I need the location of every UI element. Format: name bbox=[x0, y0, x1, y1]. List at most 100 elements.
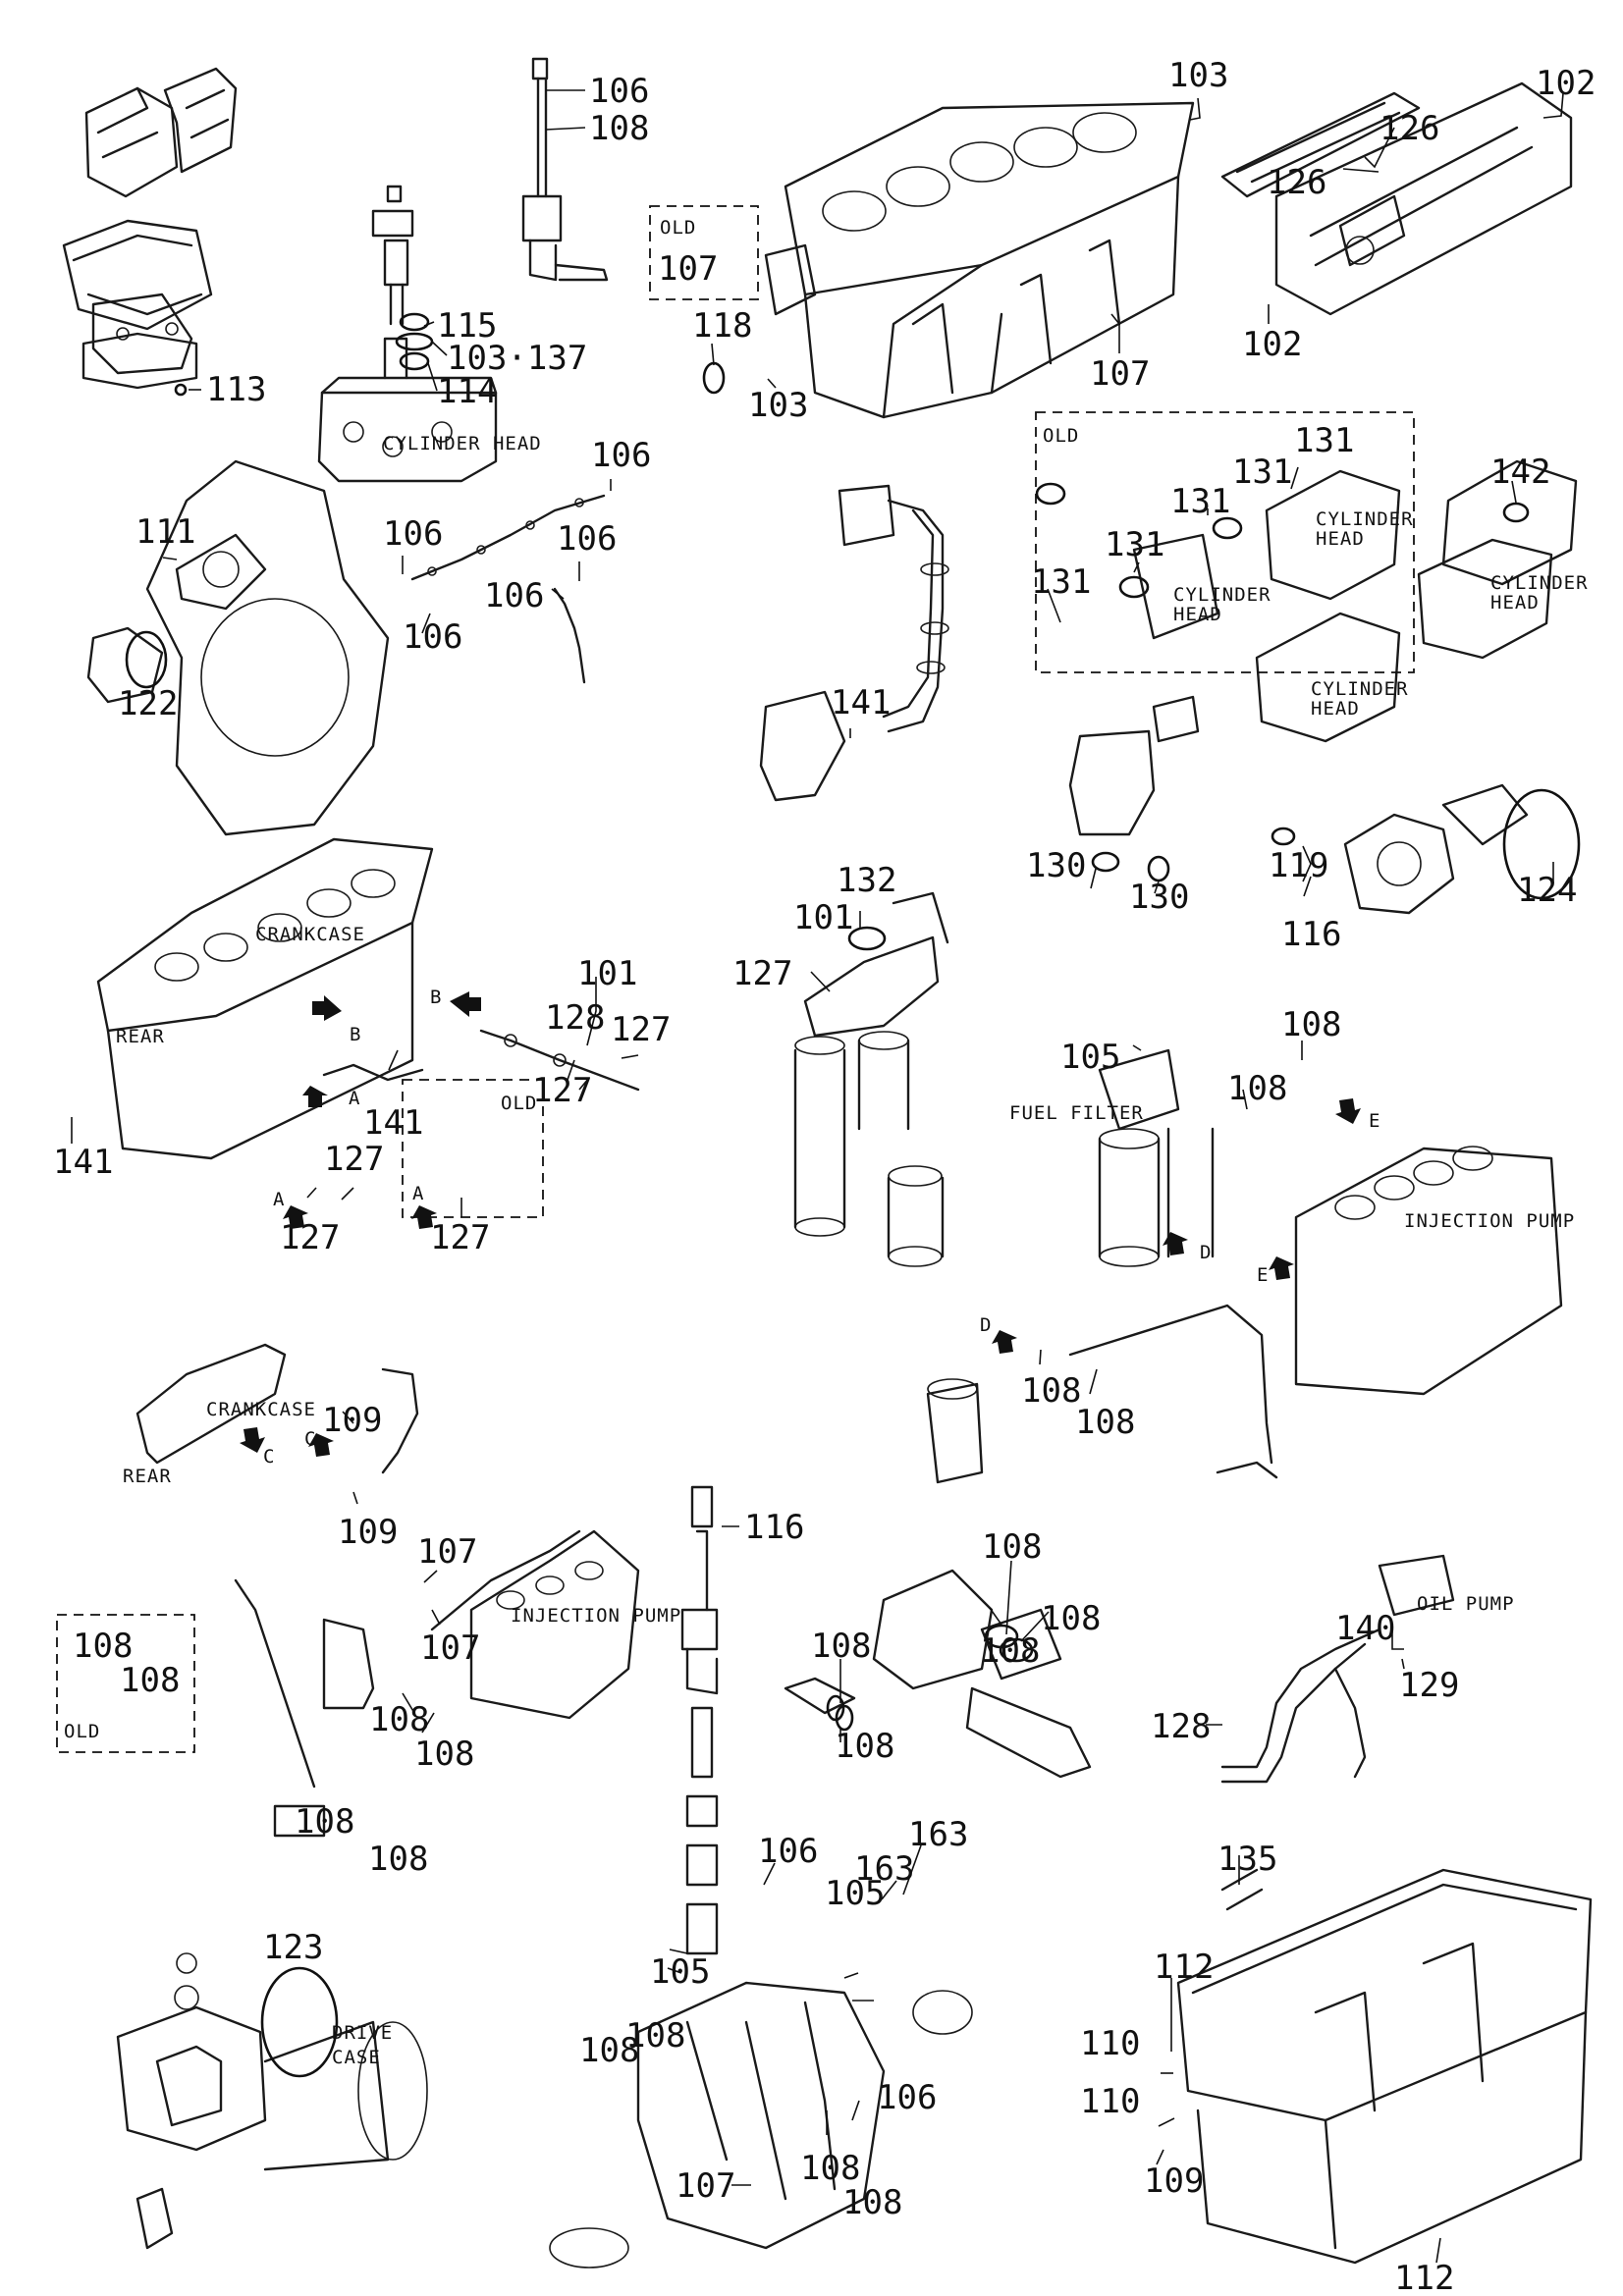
part-number-127: 127 bbox=[280, 1218, 340, 1257]
part-number-142: 142 bbox=[1490, 453, 1550, 492]
part-number-128: 128 bbox=[545, 998, 605, 1038]
arrow-letter-a: A bbox=[349, 1088, 360, 1109]
old-box-water-connectors bbox=[1035, 411, 1415, 673]
arrow-e-2 bbox=[1269, 1256, 1294, 1280]
part-number-106: 106 bbox=[591, 436, 651, 475]
injector-assembly bbox=[317, 57, 609, 483]
part-number-106: 106 bbox=[484, 576, 544, 615]
part-number-131: 131 bbox=[1232, 453, 1292, 492]
caption-rear: REAR bbox=[123, 1466, 172, 1487]
caption-cylinder-head: CYLINDER bbox=[1490, 572, 1589, 594]
caption-fuel-filter: FUEL FILTER bbox=[1009, 1102, 1144, 1124]
arrow-a-1 bbox=[302, 1086, 328, 1107]
part-number-108: 108 bbox=[980, 1631, 1040, 1671]
injection-valve-column bbox=[549, 1485, 973, 2269]
part-number-131: 131 bbox=[1031, 562, 1091, 602]
part-number-129: 129 bbox=[1399, 1666, 1459, 1705]
part-number-109: 109 bbox=[1144, 2162, 1204, 2201]
part-number-131: 131 bbox=[1170, 482, 1230, 521]
part-number-130: 130 bbox=[1026, 846, 1086, 885]
part-number-105: 105 bbox=[825, 1874, 885, 1913]
arrow-a-2 bbox=[283, 1205, 308, 1229]
part-number-132: 132 bbox=[837, 861, 896, 900]
part-number-109: 109 bbox=[322, 1401, 382, 1440]
caption-old: OLD bbox=[501, 1093, 537, 1114]
arrow-letter-e: E bbox=[1369, 1110, 1380, 1132]
part-number-106: 106 bbox=[877, 2078, 937, 2117]
caption-oil-pump: OIL PUMP bbox=[1417, 1593, 1515, 1615]
water-pipe-assembly bbox=[759, 484, 949, 802]
part-number-118: 118 bbox=[692, 306, 752, 346]
part-number-106: 106 bbox=[589, 72, 649, 111]
arrow-letter-d: D bbox=[1200, 1242, 1212, 1263]
part-number-110: 110 bbox=[1080, 2024, 1140, 2063]
old-box-crankcase-bolt bbox=[402, 1079, 544, 1218]
leader-lines bbox=[71, 89, 1564, 2264]
arrow-d-2 bbox=[992, 1330, 1017, 1354]
part-number-107: 107 bbox=[420, 1629, 480, 1668]
part-number-127: 127 bbox=[324, 1140, 384, 1179]
part-number-126: 126 bbox=[1380, 109, 1439, 148]
part-number-108: 108 bbox=[1021, 1371, 1081, 1411]
part-number-108: 108 bbox=[1281, 1005, 1341, 1044]
part-number-101: 101 bbox=[577, 954, 637, 993]
arrow-letter-b: B bbox=[350, 1024, 361, 1045]
part-number-106: 106 bbox=[403, 617, 462, 657]
part-number-108: 108 bbox=[842, 2183, 902, 2222]
part-number-112: 112 bbox=[1154, 1948, 1214, 1987]
caption-drive-case: DRIVE bbox=[332, 2022, 393, 2044]
part-number-108: 108 bbox=[982, 1527, 1042, 1567]
part-number-130: 130 bbox=[1129, 878, 1189, 917]
old-box-fuel-line bbox=[56, 1614, 195, 1753]
arrow-e-1 bbox=[1335, 1098, 1361, 1124]
part-number-105: 105 bbox=[1060, 1038, 1120, 1077]
part-number-106: 106 bbox=[383, 514, 443, 554]
old-box-block-bolt bbox=[649, 205, 759, 300]
part-number-108: 108 bbox=[369, 1700, 429, 1739]
part-number-103: 103 bbox=[748, 386, 808, 425]
caption-drive-case: CASE bbox=[332, 2047, 381, 2068]
caption-crankcase: CRANKCASE bbox=[255, 924, 365, 945]
caption-cylinder-head: CYLINDER bbox=[1311, 678, 1409, 700]
part-number-108: 108 bbox=[1075, 1403, 1135, 1442]
part-number-108: 108 bbox=[120, 1661, 180, 1700]
arrow-letter-a: A bbox=[273, 1189, 285, 1210]
part-number-101: 101 bbox=[793, 898, 853, 937]
crankcase-oil-pipe bbox=[96, 837, 640, 1160]
arrow-letter-d: D bbox=[980, 1314, 992, 1336]
part-number-127: 127 bbox=[430, 1218, 490, 1257]
part-number-113: 113 bbox=[206, 370, 266, 409]
arrow-b-1 bbox=[450, 991, 481, 1017]
part-number-141: 141 bbox=[363, 1103, 423, 1143]
relief-valve-block bbox=[784, 1378, 1092, 1779]
part-number-111: 111 bbox=[135, 512, 195, 552]
caption-old: OLD bbox=[64, 1721, 100, 1742]
arrow-c-2 bbox=[240, 1427, 265, 1453]
part-number-labels: 106 108 115 103·137 114 113 103 102 126 … bbox=[53, 56, 1596, 2296]
part-number-108: 108 bbox=[579, 2031, 639, 2070]
intake-manifold bbox=[1220, 81, 1573, 316]
arrow-letter-b: B bbox=[430, 987, 442, 1008]
part-number-115: 115 bbox=[437, 306, 497, 346]
part-number-107: 107 bbox=[1090, 354, 1150, 394]
oil-pump-pipe bbox=[1220, 1554, 1455, 1784]
drive-case-assembly bbox=[116, 1952, 428, 2250]
fuel-leak-pipes bbox=[410, 494, 606, 684]
caption-cylinder-head: HEAD bbox=[1311, 698, 1360, 720]
part-number-131: 131 bbox=[1105, 525, 1164, 564]
part-number-163: 163 bbox=[908, 1815, 968, 1854]
caption-old: OLD bbox=[1043, 425, 1079, 447]
part-number-102: 102 bbox=[1242, 325, 1302, 364]
part-number-112: 112 bbox=[1394, 2259, 1454, 2296]
part-number-141: 141 bbox=[831, 683, 891, 722]
part-number-128: 128 bbox=[1151, 1707, 1211, 1746]
arrow-letter-a: A bbox=[412, 1183, 424, 1204]
part-number-119: 119 bbox=[1269, 846, 1328, 885]
caption-injection-pump: INJECTION PUMP bbox=[511, 1605, 681, 1627]
fuel-lines-lower bbox=[135, 1343, 640, 1838]
part-number-108: 108 bbox=[368, 1840, 428, 1879]
caption-cylinder-head: HEAD bbox=[1490, 592, 1540, 614]
part-number-135: 135 bbox=[1217, 1840, 1277, 1879]
part-number-108: 108 bbox=[414, 1735, 474, 1774]
